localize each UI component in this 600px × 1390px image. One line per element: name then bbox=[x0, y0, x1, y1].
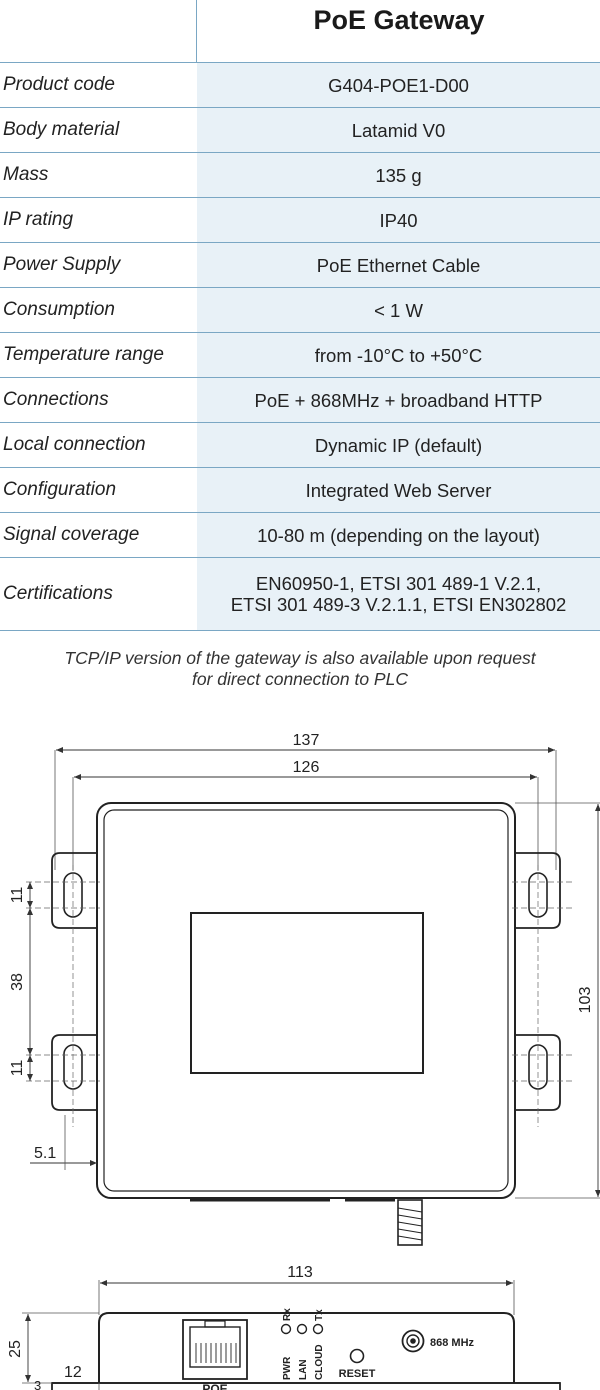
top-view-dimensions: 137 126 11 38 11 103 5.1 bbox=[9, 732, 594, 1162]
led-label-tx: Tx bbox=[314, 1309, 325, 1321]
table-row: Certifications EN60950-1, ETSI 301 489-1… bbox=[0, 558, 600, 631]
row-label: IP rating bbox=[3, 209, 74, 230]
row-value: < 1 W bbox=[197, 288, 600, 332]
dim-label-113: 113 bbox=[287, 1264, 313, 1281]
table-row: Temperature range from -10°C to +50°C bbox=[0, 333, 600, 378]
row-value-line: EN60950-1, ETSI 301 489-1 V.2.1, bbox=[255, 573, 542, 594]
row-label: Connections bbox=[3, 389, 109, 410]
table-row: IP rating IP40 bbox=[0, 198, 600, 243]
product-title: PoE Gateway bbox=[313, 4, 485, 35]
header-empty-cell bbox=[0, 0, 196, 62]
led-label-lan: LAN bbox=[298, 1359, 309, 1380]
front-view-labels: 113 25 3 POE PWR Rx LAN CLOUD Tx RESET 8… bbox=[7, 1264, 475, 1390]
table-header: PoE Gateway bbox=[0, 0, 600, 63]
table-row: Local connection Dynamic IP (default) bbox=[0, 423, 600, 468]
row-value: PoE + 868MHz + broadband HTTP bbox=[197, 378, 600, 422]
poe-port-label: POE bbox=[202, 1382, 227, 1390]
table-row: Connections PoE + 868MHz + broadband HTTP bbox=[0, 378, 600, 423]
row-label: Signal coverage bbox=[3, 524, 140, 545]
note-line: for direct connection to PLC bbox=[192, 669, 408, 689]
front-housing bbox=[98, 1312, 515, 1383]
row-value: 135 g bbox=[197, 153, 600, 197]
led-lan bbox=[296, 1323, 308, 1335]
table-row: Mass 135 g bbox=[0, 153, 600, 198]
row-value: Dynamic IP (default) bbox=[197, 423, 600, 467]
row-label: Temperature range bbox=[3, 344, 164, 365]
row-value: Integrated Web Server bbox=[197, 468, 600, 512]
top-view bbox=[26, 747, 600, 1246]
table-row: Product code G404-POE1-D00 bbox=[0, 63, 600, 108]
led-pwr-rx bbox=[280, 1323, 292, 1335]
row-label: Configuration bbox=[3, 479, 117, 500]
spec-table: PoE Gateway Product code G404-POE1-D00 Bo… bbox=[0, 0, 600, 631]
housing-body bbox=[96, 802, 516, 1199]
header-product-cell: PoE Gateway bbox=[196, 0, 600, 62]
led-label-cloud: CLOUD bbox=[314, 1344, 325, 1380]
row-value: IP40 bbox=[197, 198, 600, 242]
dim-label-126: 126 bbox=[293, 759, 320, 776]
dim-label-slot-bottom: 11 bbox=[9, 1060, 26, 1077]
table-row: Consumption < 1 W bbox=[0, 288, 600, 333]
row-value: 10-80 m (depending on the layout) bbox=[197, 513, 600, 557]
dim-label-137: 137 bbox=[293, 732, 320, 749]
row-value-line: ETSI 301 489-3 V.2.1.1, ETSI EN302802 bbox=[230, 594, 567, 615]
table-row: Signal coverage 10-80 m (depending on the… bbox=[0, 513, 600, 558]
row-value: G404-POE1-D00 bbox=[197, 63, 600, 107]
front-flange bbox=[51, 1382, 561, 1390]
dim-label-flange-thickness: 3 bbox=[34, 1378, 41, 1390]
row-label: Body material bbox=[3, 119, 120, 140]
row-value: PoE Ethernet Cable bbox=[197, 243, 600, 287]
antenna-jack bbox=[401, 1329, 425, 1353]
row-label: Mass bbox=[3, 164, 49, 185]
display-window bbox=[190, 912, 424, 1074]
front-view bbox=[22, 1280, 561, 1390]
table-row: Configuration Integrated Web Server bbox=[0, 468, 600, 513]
dim-label-between-slots: 38 bbox=[9, 973, 26, 991]
table-row: Body material Latamid V0 bbox=[0, 108, 600, 153]
row-value: Latamid V0 bbox=[197, 108, 600, 152]
led-cloud-tx bbox=[312, 1323, 324, 1335]
row-label: Product code bbox=[3, 74, 115, 95]
poe-port bbox=[182, 1319, 248, 1380]
table-row: Power Supply PoE Ethernet Cable bbox=[0, 243, 600, 288]
led-label-rx: Rx bbox=[282, 1308, 293, 1321]
dim-label-flange-width: 12 bbox=[64, 1364, 82, 1381]
technical-drawing: 137 126 11 38 11 103 5.1 bbox=[7, 732, 600, 1390]
reset-label: RESET bbox=[339, 1368, 376, 1380]
row-label: Power Supply bbox=[3, 254, 121, 275]
note-line: TCP/IP version of the gateway is also av… bbox=[64, 648, 536, 668]
dim-label-103: 103 bbox=[577, 987, 594, 1014]
dim-label-slot-top: 11 bbox=[9, 887, 26, 904]
dim-label-flange: 5.1 bbox=[34, 1145, 56, 1162]
dim-label-front-height: 25 bbox=[7, 1340, 24, 1358]
availability-note: TCP/IP version of the gateway is also av… bbox=[0, 648, 600, 690]
row-value: from -10°C to +50°C bbox=[197, 333, 600, 377]
antenna-label: 868 MHz bbox=[430, 1337, 475, 1349]
row-label: Consumption bbox=[3, 299, 115, 320]
row-label: Certifications bbox=[3, 583, 113, 604]
flange-width-dim bbox=[98, 1383, 100, 1390]
led-label-pwr: PWR bbox=[282, 1356, 293, 1380]
row-label: Local connection bbox=[3, 434, 146, 455]
reset-button bbox=[349, 1348, 365, 1364]
row-value: EN60950-1, ETSI 301 489-1 V.2.1, ETSI 30… bbox=[197, 558, 600, 630]
